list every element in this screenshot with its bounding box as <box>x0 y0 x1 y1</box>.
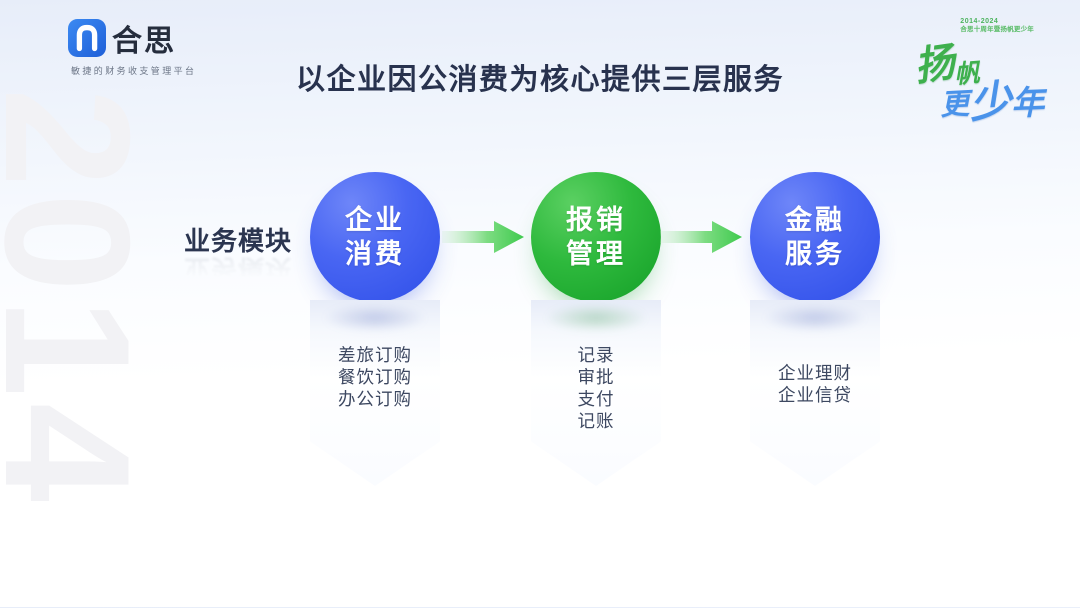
anniversary-caption: 2014-2024 合思十周年暨扬帆更少年 <box>960 18 1034 34</box>
anniversary-period: 2014-2024 <box>960 18 999 25</box>
module-label-line: 消费 <box>345 239 405 269</box>
brand-tagline: 敏捷的财务收支管理平台 <box>71 66 197 76</box>
slogan-line-2: 更少年 <box>939 66 1045 127</box>
year-watermark: 2014 <box>0 88 167 508</box>
anniversary-art: 2014-2024 合思十周年暨扬帆更少年 扬帆 更少年 <box>904 10 1064 127</box>
service-item: 企业理财 <box>778 363 852 383</box>
slogan-char: 年 <box>1010 83 1045 122</box>
row-label-business-modules: 业务模块 <box>183 226 292 256</box>
module-label-line: 企业 <box>345 205 405 235</box>
service-item: 餐饮订购 <box>338 367 412 387</box>
service-item: 记录 <box>577 345 615 365</box>
service-item: 差旅订购 <box>338 345 412 365</box>
hose-logo-icon <box>68 19 106 57</box>
service-item: 办公订购 <box>338 389 412 409</box>
service-banner-financial-services: 企业理财 企业信贷 <box>750 300 880 486</box>
module-circle-expense-management: 报销 管理 <box>531 172 661 302</box>
module-label-line: 管理 <box>566 239 626 269</box>
service-banner-enterprise-consumption: 差旅订购 餐饮订购 办公订购 <box>310 300 440 486</box>
service-item: 审批 <box>577 367 615 387</box>
brand-name: 合思 <box>112 25 176 58</box>
service-item: 记账 <box>577 411 615 431</box>
flow-arrow-icon <box>660 221 742 253</box>
module-label-line: 服务 <box>785 239 845 269</box>
flow-arrow-icon <box>442 221 524 253</box>
service-item: 支付 <box>577 389 615 409</box>
module-label-line: 金融 <box>785 205 845 235</box>
module-circle-enterprise-consumption: 企业 消费 <box>310 172 440 302</box>
slogan-char: 更 <box>939 88 970 122</box>
module-circle-financial-services: 金融 服务 <box>750 172 880 302</box>
brand-logo: 合思 敏捷的财务收支管理平台 <box>68 16 196 77</box>
page-title: 以企业因公消费为核心提供三层服务 <box>295 64 784 96</box>
anniversary-subtext: 合思十周年暨扬帆更少年 <box>960 26 1034 33</box>
slogan-char: 少 <box>967 76 1014 127</box>
row-label-reflection: 业务模块 <box>183 254 292 284</box>
module-label-line: 报销 <box>566 205 626 235</box>
service-banner-expense-management: 记录 审批 支付 记账 <box>531 300 661 486</box>
service-item: 企业信贷 <box>778 385 852 405</box>
